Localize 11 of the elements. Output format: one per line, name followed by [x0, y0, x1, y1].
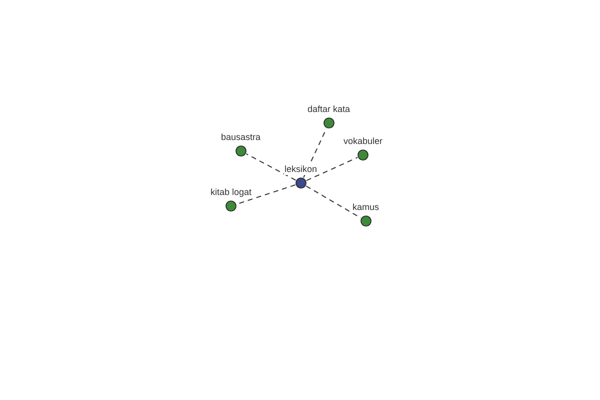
- node-label: vokabuler: [342, 136, 384, 147]
- dashed-connector: [306, 156, 358, 182]
- node-label: kitab logat: [210, 187, 253, 198]
- node-label: kamus: [352, 202, 380, 213]
- dashed-connector: [306, 186, 362, 218]
- node-label: daftar kata: [306, 104, 352, 115]
- node-label: leksikon: [284, 164, 318, 175]
- dashed-connector: [303, 128, 327, 178]
- dashed-connector: [246, 153, 296, 181]
- node-label: bausastra: [220, 132, 262, 143]
- dashed-connector: [236, 184, 296, 205]
